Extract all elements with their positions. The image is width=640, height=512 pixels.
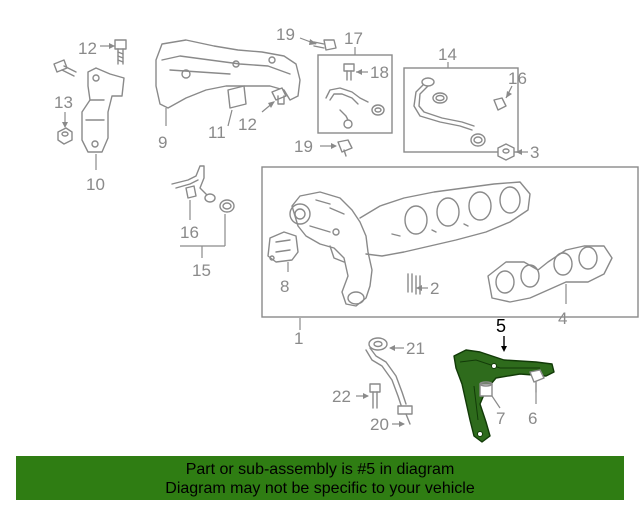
callout-7: 7 xyxy=(496,409,505,428)
part-16-bolt-right xyxy=(493,97,507,111)
callout-2: 2 xyxy=(430,279,439,298)
callout-11: 11 xyxy=(208,123,226,142)
part-10-bolt xyxy=(53,59,77,77)
callout-8: 8 xyxy=(280,277,289,296)
part-21-gasket xyxy=(368,337,388,351)
part-10-bracket xyxy=(81,67,125,153)
callout-22: 22 xyxy=(332,387,351,406)
callout-13: 13 xyxy=(54,93,73,112)
callout-21: 21 xyxy=(406,339,425,358)
callout-5: 5 xyxy=(496,316,506,336)
part-20-line xyxy=(365,347,413,425)
part-18-bolt xyxy=(343,63,355,81)
callout-15: 15 xyxy=(192,261,211,280)
part-9-heat-shield xyxy=(155,39,301,109)
callout-16b: 16 xyxy=(180,223,199,242)
callout-1: 1 xyxy=(294,329,303,348)
banner-line-1: Part or sub-assembly is #5 in diagram xyxy=(185,461,455,478)
assembly-box-14 xyxy=(403,67,519,153)
part-22-bolt xyxy=(369,383,381,409)
callout-12a: 12 xyxy=(78,39,97,58)
callout-20: 20 xyxy=(370,415,389,434)
part-2-studs xyxy=(407,273,421,295)
callout-10: 10 xyxy=(86,175,105,194)
part-12-bolt-shield xyxy=(271,87,287,105)
banner-line-2: Diagram may not be specific to your vehi… xyxy=(165,480,475,497)
callout-16a: 16 xyxy=(508,69,527,88)
part-4-gaskets xyxy=(487,245,613,303)
callout-17: 17 xyxy=(344,29,363,48)
part-15-oil-return xyxy=(171,165,235,213)
callout-6: 6 xyxy=(528,409,537,428)
part-1-turbocharger xyxy=(289,181,531,307)
callout-12b: 12 xyxy=(238,115,257,134)
part-13-nut xyxy=(57,127,73,145)
fitment-banner: Part or sub-assembly is #5 in diagram Di… xyxy=(16,456,624,500)
parts-diagram: 12 10 13 9 11 12 xyxy=(53,25,639,443)
part-5-bracket-highlighted xyxy=(453,349,555,443)
part-6-bolt xyxy=(529,369,545,393)
part-17-pipe xyxy=(325,87,385,129)
part-19-bolt-top xyxy=(313,39,337,51)
callout-19a: 19 xyxy=(276,25,295,44)
callout-14: 14 xyxy=(438,45,457,64)
part-8-bracket xyxy=(267,231,299,263)
part-3-nut xyxy=(497,143,515,161)
callout-18: 18 xyxy=(370,63,389,82)
part-14-oil-line xyxy=(413,77,486,147)
part-7-sleeve xyxy=(479,381,493,397)
callout-9: 9 xyxy=(158,133,167,152)
callout-3: 3 xyxy=(530,143,539,162)
callout-19b: 19 xyxy=(294,137,313,156)
part-12-bolt-top xyxy=(114,39,127,65)
callout-4: 4 xyxy=(558,309,567,328)
part-11-plate xyxy=(227,85,247,109)
assembly-box-1 xyxy=(261,166,639,318)
part-19-bolt-mid xyxy=(337,139,353,157)
